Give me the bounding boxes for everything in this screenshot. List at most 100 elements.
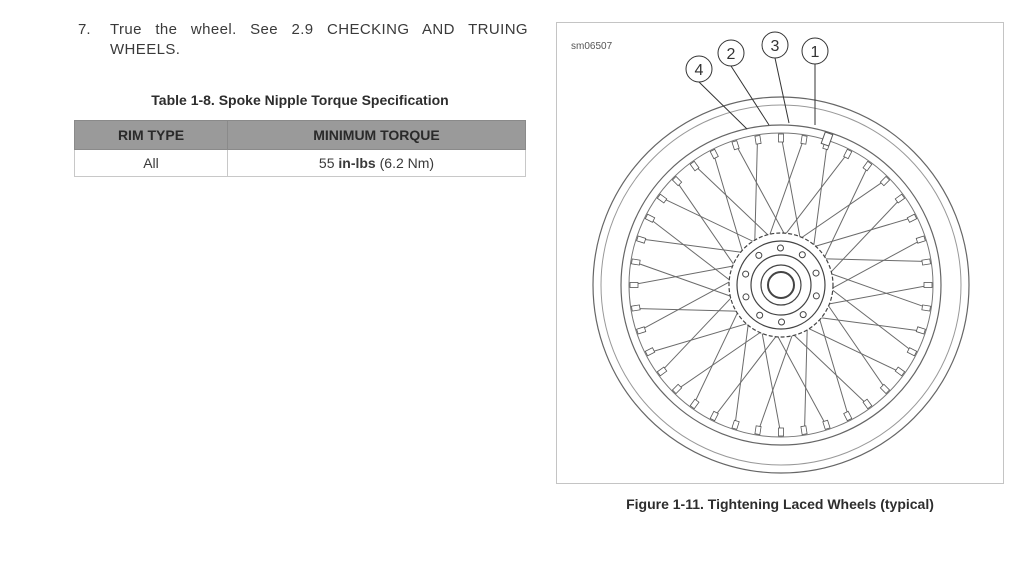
spoke: [632, 261, 748, 303]
spoke-nipple: [894, 366, 906, 377]
spoke: [638, 273, 746, 332]
step-number: 7.: [78, 21, 91, 38]
spoke-nipple: [800, 135, 808, 145]
table-header-row: RIM TYPE MINIMUM TORQUE: [74, 120, 526, 150]
spoke-nipple: [906, 347, 918, 357]
spoke: [798, 216, 915, 252]
spoke: [674, 322, 776, 392]
spoke: [692, 296, 746, 407]
table-row: All 55 in-lbs (6.2 Nm): [74, 149, 526, 177]
spoke: [786, 178, 888, 248]
callout-label: 3: [771, 38, 780, 55]
hub-axle-bore: [767, 271, 795, 299]
spoke: [769, 320, 828, 428]
spoke-nipple: [862, 398, 873, 410]
spoke: [816, 163, 870, 274]
spoke: [692, 163, 782, 248]
spoke-nipple: [754, 135, 762, 145]
spoke: [818, 278, 915, 354]
spoke: [647, 216, 744, 292]
step-text-line1: True the wheel. See 2.9 CHECKING AND TRU…: [110, 21, 528, 38]
spoke: [712, 151, 748, 268]
spoke-nipple: [689, 160, 700, 172]
callout-1: 1: [801, 37, 829, 125]
rim-outer: [620, 124, 942, 446]
header-rim-type: RIM TYPE: [74, 120, 228, 150]
spoke: [758, 315, 782, 436]
spoke-nipple: [778, 427, 784, 437]
spoke-nipple: [879, 175, 891, 187]
hub-bolt: [812, 269, 820, 277]
hub-bolt: [776, 244, 784, 252]
torque-value: 55: [318, 155, 335, 171]
torque-metric: (6.2 Nm): [379, 155, 435, 171]
spoke: [712, 322, 788, 419]
hub-bolt: [798, 251, 806, 259]
spoke-nipple: [631, 258, 641, 266]
spoke-nipple: [671, 175, 683, 187]
spoke: [647, 318, 764, 354]
spoke-nipple: [656, 366, 668, 377]
spoke: [808, 257, 930, 263]
spoke-nipple: [915, 235, 926, 244]
spoke: [763, 136, 805, 252]
step-text-line2: WHEELS.: [110, 41, 181, 58]
spoke-nipple: [709, 410, 719, 422]
hub-bolt: [742, 293, 750, 301]
spoke: [818, 196, 903, 286]
spoke-nipple: [906, 213, 918, 223]
callout-leader: [730, 65, 770, 126]
spoke: [632, 307, 754, 313]
callout-label: 1: [811, 44, 820, 61]
valve-stem: [820, 131, 834, 147]
spoke: [659, 196, 770, 250]
cell-rim-type: All: [74, 149, 228, 177]
spoke-nipple: [879, 383, 891, 395]
callout-leader: [698, 81, 748, 130]
hub-bolt: [756, 311, 764, 319]
spoke: [811, 142, 828, 263]
spoke: [803, 312, 809, 434]
spoke: [814, 302, 850, 419]
spoke-nipple: [843, 410, 853, 422]
hub-bolt: [812, 292, 820, 300]
spoke-nipple: [629, 282, 639, 288]
spoke: [780, 134, 804, 255]
spoke-nipple: [778, 133, 784, 143]
spoke: [774, 151, 850, 248]
spoke-nipple: [709, 148, 719, 160]
spoke: [792, 320, 903, 374]
spoke: [734, 307, 751, 428]
cell-minimum-torque: 55 in-lbs (6.2 Nm): [227, 149, 526, 177]
callout-leader: [774, 57, 790, 124]
spoke-nipple: [689, 398, 700, 410]
callout-label: 2: [727, 46, 736, 63]
spoke: [753, 136, 759, 258]
spoke-nipple: [862, 160, 873, 172]
spoke-nipple: [644, 213, 656, 223]
callout-2: 2: [717, 39, 770, 126]
spoke-nipple: [731, 140, 740, 151]
tire-inner: [600, 104, 962, 466]
hub-bolt: [778, 318, 786, 326]
figure-id: sm06507: [571, 41, 613, 52]
spoke-nipple: [894, 193, 906, 204]
hub-bolt: [799, 311, 807, 319]
callout-3: 3: [761, 31, 790, 124]
spoke-nipple: [822, 419, 831, 430]
spoke-nipple: [754, 425, 762, 435]
spoke-nipple: [915, 326, 926, 335]
callout-balloon: [717, 39, 745, 67]
header-minimum-torque: MINIMUM TORQUE: [227, 120, 526, 150]
spoke: [818, 290, 888, 392]
spoke: [674, 178, 744, 280]
spoke: [780, 322, 870, 407]
spoke: [816, 238, 924, 297]
spoke: [811, 284, 932, 308]
spoke: [638, 238, 759, 255]
spoke-nipple: [731, 419, 740, 430]
spoke: [659, 284, 744, 374]
table-title: Table 1-8. Spoke Nipple Torque Specifica…: [151, 92, 449, 108]
